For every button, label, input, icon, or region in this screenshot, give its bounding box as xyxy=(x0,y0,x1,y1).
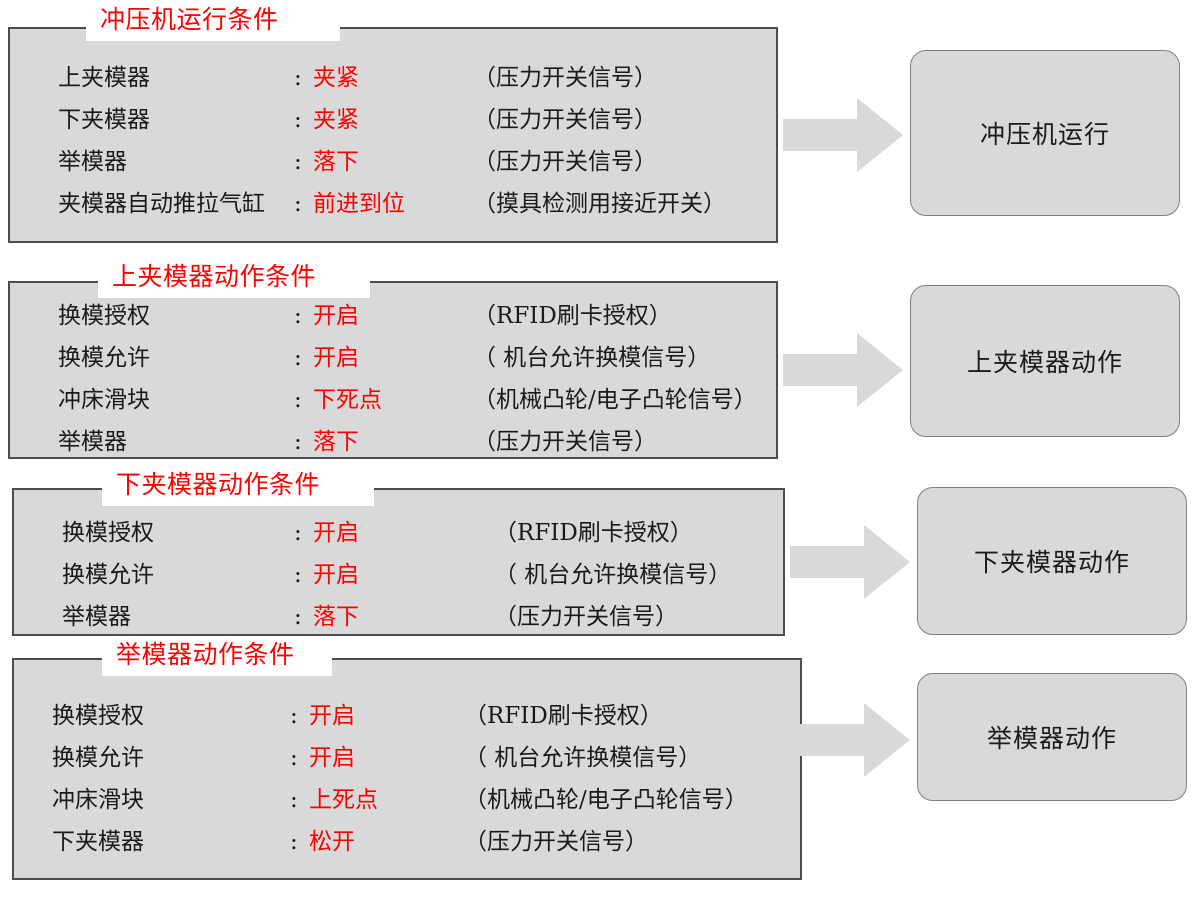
condition-label: 换模授权 xyxy=(62,520,154,546)
panel-title-1: 冲压机运行条件 xyxy=(86,1,340,41)
condition-value: 开启 xyxy=(313,345,359,371)
condition-note: （摸具检测用接近开关） xyxy=(473,191,726,217)
condition-note: （压力开关信号） xyxy=(473,429,657,455)
condition-note: （ 机台允许换模信号） xyxy=(494,562,732,588)
condition-label: 下夹模器 xyxy=(58,107,150,133)
result-label: 举模器动作 xyxy=(986,724,1117,753)
condition-note: （压力开关信号） xyxy=(473,65,657,91)
flow-arrow-1 xyxy=(783,98,903,172)
condition-colon: : xyxy=(294,562,302,588)
condition-note: （机械凸轮/电子凸轮信号） xyxy=(464,787,748,813)
condition-value: 开启 xyxy=(309,703,355,729)
condition-label: 举模器 xyxy=(62,604,131,630)
condition-label: 换模授权 xyxy=(52,703,144,729)
arrow-right-icon xyxy=(790,525,910,599)
condition-label: 夹模器自动推拉气缸 xyxy=(58,191,265,217)
condition-value: 开启 xyxy=(313,562,359,588)
condition-label: 换模允许 xyxy=(52,745,144,771)
condition-value: 落下 xyxy=(313,429,359,455)
condition-colon: : xyxy=(294,429,302,455)
condition-note: （压力开关信号） xyxy=(473,149,657,175)
condition-note: （RFID刷卡授权） xyxy=(494,520,693,546)
condition-value: 开启 xyxy=(313,520,359,546)
condition-value: 夹紧 xyxy=(313,65,359,91)
condition-note: （压力开关信号） xyxy=(473,107,657,133)
condition-value: 前进到位 xyxy=(313,191,405,217)
condition-label: 下夹模器 xyxy=(52,829,144,855)
condition-panel-3: 换模授权 : 开启 （RFID刷卡授权） 换模允许 : 开启 （ 机台允许换模信… xyxy=(12,488,785,636)
condition-note: （RFID刷卡授权） xyxy=(464,703,663,729)
panel-title-3: 下夹模器动作条件 xyxy=(102,466,374,506)
condition-colon: : xyxy=(294,520,302,546)
condition-panel-4: 换模授权 : 开启 （RFID刷卡授权） 换模允许 : 开启 （ 机台允许换模信… xyxy=(12,658,802,880)
condition-value: 落下 xyxy=(313,149,359,175)
condition-value: 落下 xyxy=(313,604,359,630)
condition-note: （压力开关信号） xyxy=(494,604,678,630)
condition-value: 松开 xyxy=(309,829,355,855)
condition-colon: : xyxy=(294,604,302,630)
condition-colon: : xyxy=(290,787,298,813)
arrow-right-icon xyxy=(790,703,910,777)
condition-note: （ 机台允许换模信号） xyxy=(473,345,711,371)
condition-value: 开启 xyxy=(313,303,359,329)
condition-label: 冲床滑块 xyxy=(52,787,144,813)
condition-colon: : xyxy=(290,703,298,729)
condition-value: 开启 xyxy=(309,745,355,771)
panel-title-2: 上夹模器动作条件 xyxy=(98,258,370,298)
result-box-4: 举模器动作 xyxy=(917,673,1187,801)
condition-colon: : xyxy=(294,191,302,217)
flow-arrow-2 xyxy=(783,333,903,407)
result-label: 冲压机运行 xyxy=(979,120,1110,149)
condition-colon: : xyxy=(294,107,302,133)
condition-colon: : xyxy=(294,149,302,175)
condition-label: 换模授权 xyxy=(58,303,150,329)
condition-panel-1: 上夹模器 : 夹紧 （压力开关信号） 下夹模器 : 夹紧 （压力开关信号） 举模… xyxy=(8,27,778,243)
condition-note: （RFID刷卡授权） xyxy=(473,303,672,329)
result-label: 下夹模器动作 xyxy=(973,548,1130,577)
condition-label: 冲床滑块 xyxy=(58,387,150,413)
condition-value: 下死点 xyxy=(313,387,382,413)
arrow-right-icon xyxy=(783,98,903,172)
result-box-2: 上夹模器动作 xyxy=(910,285,1180,437)
panel-title-4: 举模器动作条件 xyxy=(102,636,332,676)
result-box-3: 下夹模器动作 xyxy=(917,487,1187,635)
condition-label: 举模器 xyxy=(58,429,127,455)
condition-label: 举模器 xyxy=(58,149,127,175)
condition-note: （ 机台允许换模信号） xyxy=(464,745,702,771)
condition-label: 换模允许 xyxy=(58,345,150,371)
result-label: 上夹模器动作 xyxy=(966,348,1123,377)
condition-value: 夹紧 xyxy=(313,107,359,133)
flow-arrow-4 xyxy=(790,703,910,777)
condition-colon: : xyxy=(290,745,298,771)
flow-arrow-3 xyxy=(790,525,910,599)
condition-panel-2: 换模授权 : 开启 （RFID刷卡授权） 换模允许 : 开启 （ 机台允许换模信… xyxy=(8,281,778,459)
condition-colon: : xyxy=(294,345,302,371)
condition-colon: : xyxy=(294,65,302,91)
condition-colon: : xyxy=(290,829,298,855)
condition-note: （机械凸轮/电子凸轮信号） xyxy=(473,387,757,413)
condition-colon: : xyxy=(294,303,302,329)
condition-value: 上死点 xyxy=(309,787,378,813)
arrow-right-icon xyxy=(783,333,903,407)
result-box-1: 冲压机运行 xyxy=(910,50,1180,216)
condition-colon: : xyxy=(294,387,302,413)
condition-label: 换模允许 xyxy=(62,562,154,588)
condition-label: 上夹模器 xyxy=(58,65,150,91)
condition-note: （压力开关信号） xyxy=(464,829,648,855)
